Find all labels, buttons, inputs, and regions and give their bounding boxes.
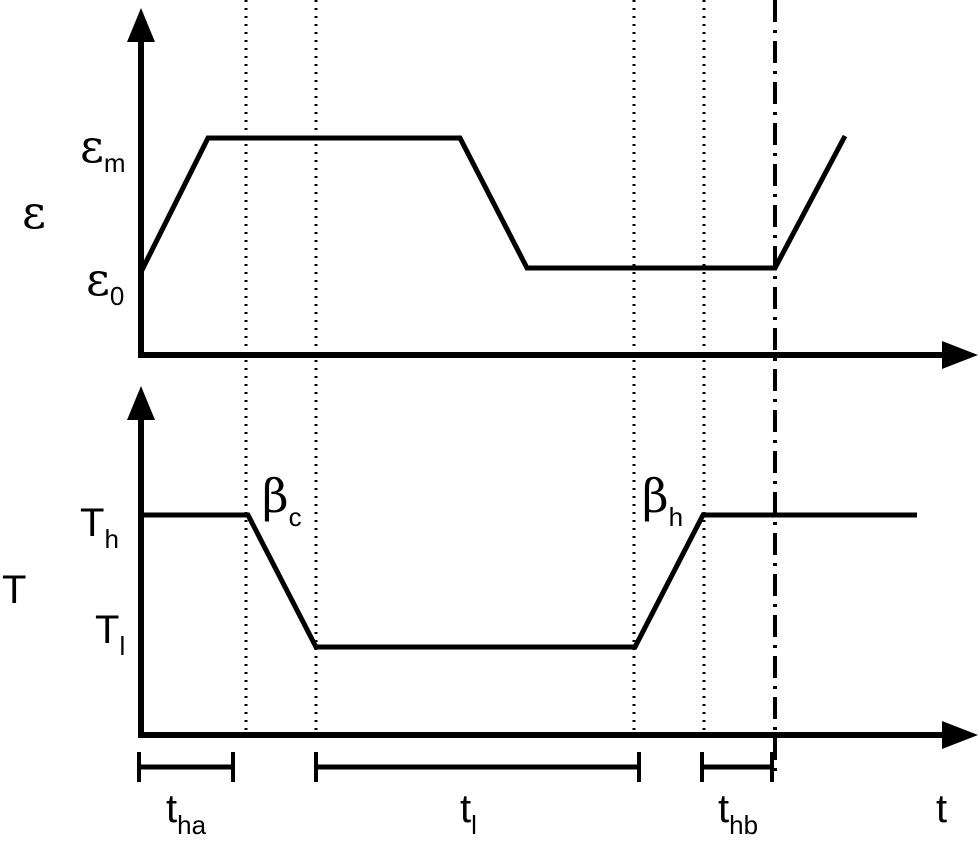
lower-x-arrowhead [942, 721, 978, 749]
interval-bar-l [316, 752, 639, 782]
temperature-axis-label: T [2, 568, 26, 612]
strain-initial-label: ε0 [86, 252, 124, 311]
heating-rate-label: βh [642, 469, 683, 532]
interval-bar-hb [702, 752, 772, 782]
interval-ha-label: tha [166, 787, 207, 840]
temperature-curve [141, 515, 917, 647]
cooling-rate-label: βc [262, 469, 302, 532]
strain-max-label: εm [80, 119, 126, 178]
interval-bar-ha [139, 752, 233, 782]
strain-curve [141, 136, 845, 272]
upper-y-arrowhead [127, 8, 155, 42]
strain-axis-label: ε [22, 185, 46, 239]
temperature-high-label: Th [80, 501, 119, 554]
temperature-low-label: Tl [95, 608, 125, 661]
time-axis-label: t [936, 787, 947, 831]
upper-x-arrowhead [942, 341, 978, 369]
interval-hb-label: thb [718, 787, 758, 840]
lower-y-arrowhead [127, 386, 155, 420]
interval-l-label: tl [460, 787, 477, 840]
